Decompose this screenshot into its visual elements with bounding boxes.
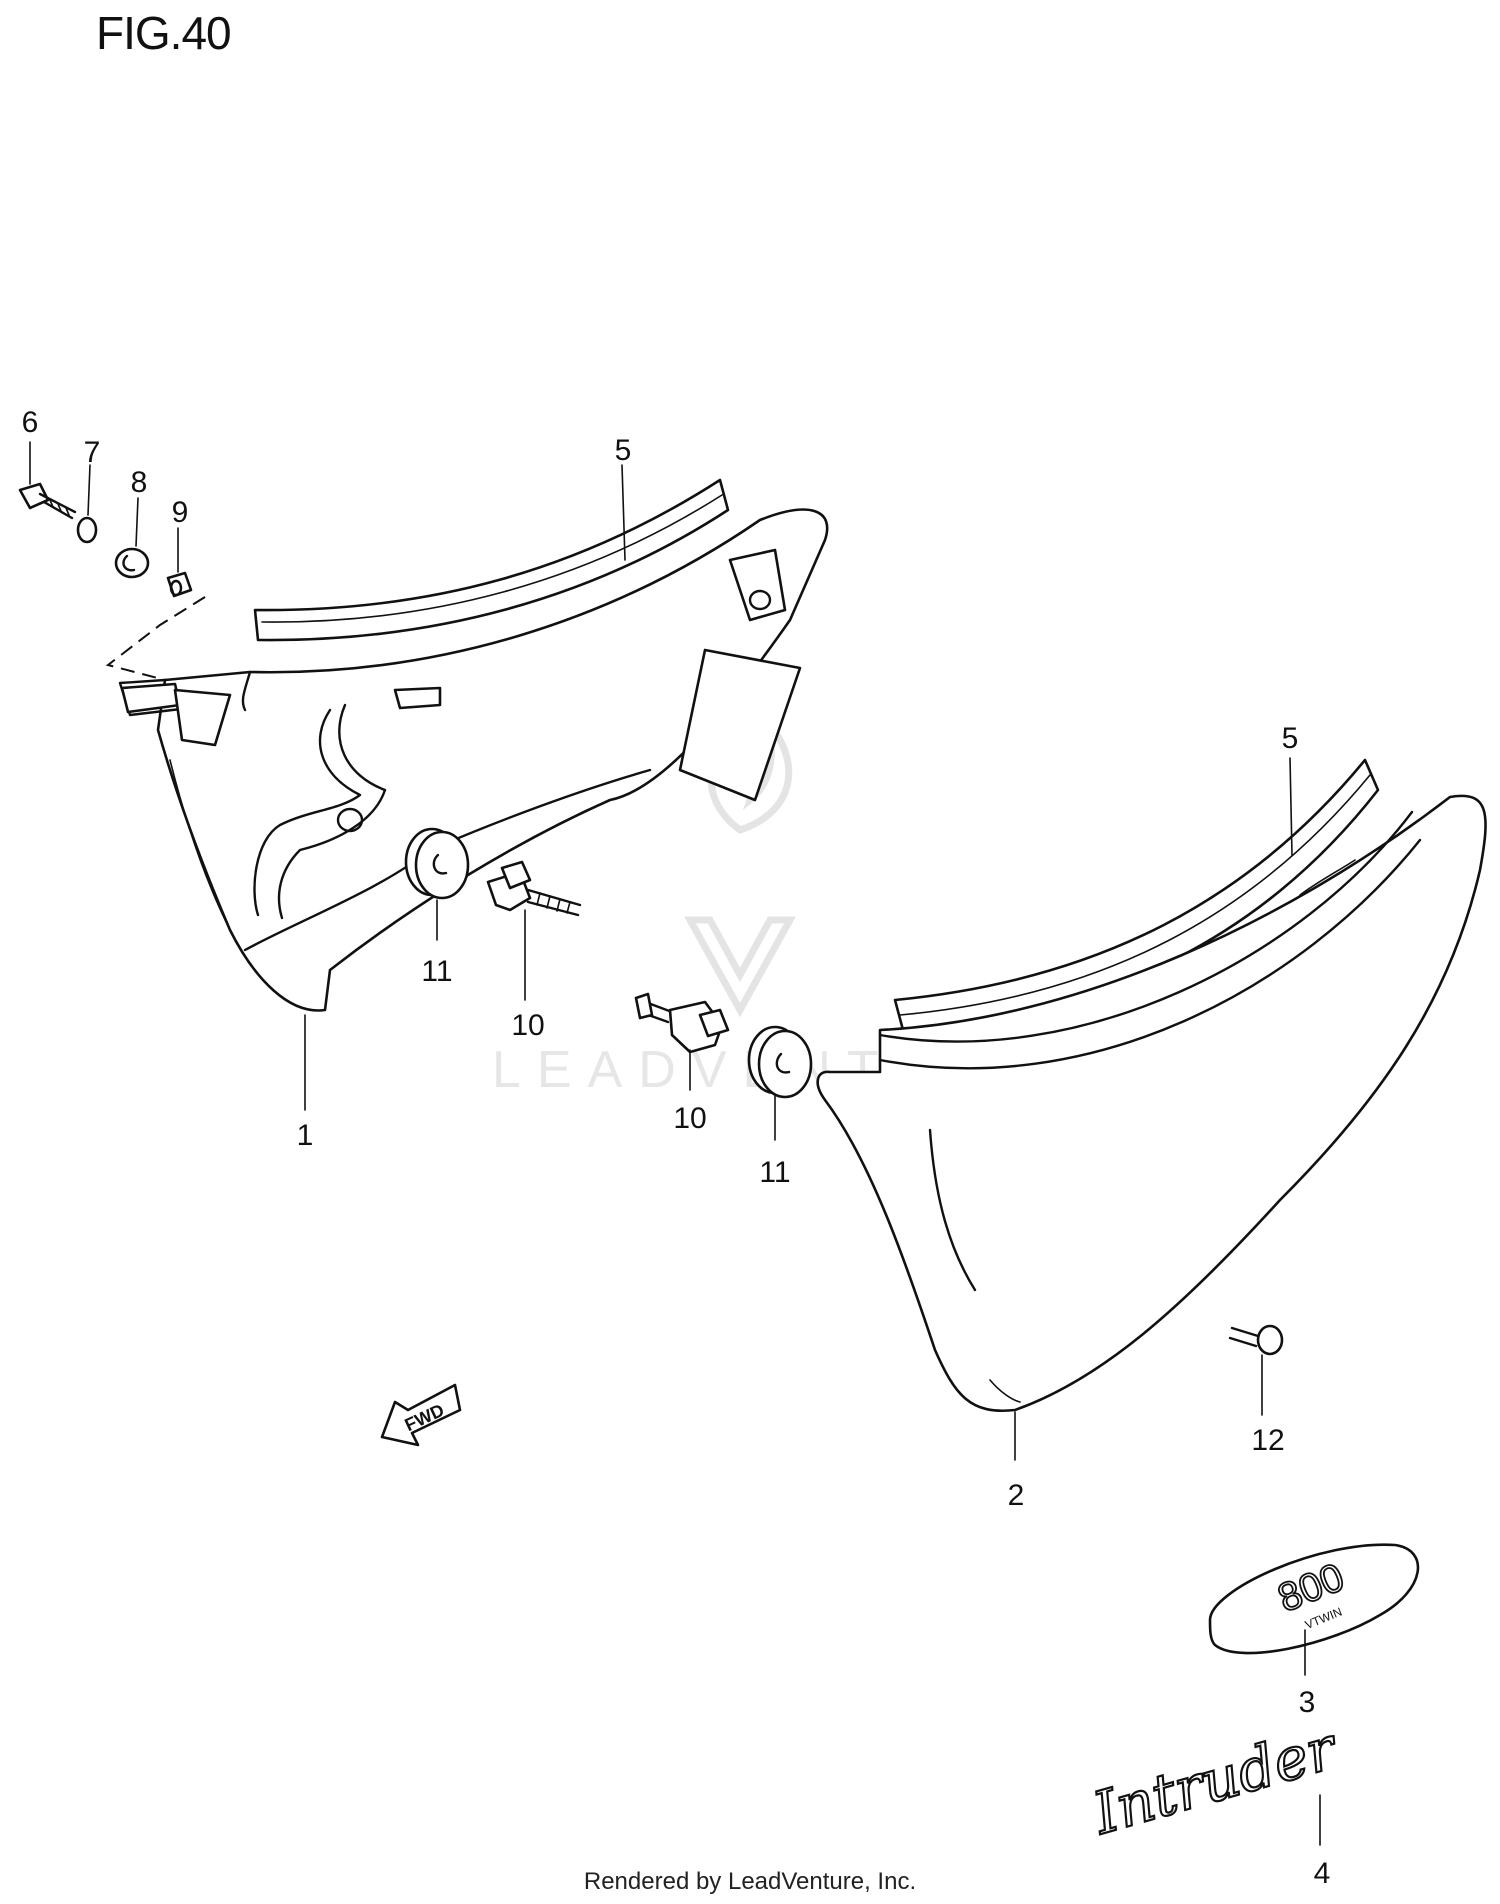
part-7-washer xyxy=(76,516,98,544)
part-10-right-bolt xyxy=(634,992,730,1054)
part-8-grommet xyxy=(114,547,150,579)
callout-11-right: 11 xyxy=(759,1156,790,1189)
part-9-collar xyxy=(166,571,193,598)
callout-4: 4 xyxy=(1314,1857,1331,1890)
callout-9: 9 xyxy=(172,496,189,529)
callout-6: 6 xyxy=(22,406,39,439)
part-11-right-grommet xyxy=(747,1025,813,1099)
part-5-left-trim xyxy=(253,478,730,642)
fwd-arrow-icon xyxy=(380,1383,462,1447)
callout-1: 1 xyxy=(297,1119,314,1152)
callout-11-left: 11 xyxy=(421,955,452,988)
part-3-800-emblem: 800 VTWIN xyxy=(1208,1543,1420,1655)
callout-12: 12 xyxy=(1251,1424,1284,1457)
callout-7: 7 xyxy=(84,436,101,469)
part-12-screw xyxy=(1228,1324,1284,1356)
part-4-intruder-emblem: Intruder xyxy=(1084,1712,1347,1849)
callout-2: 2 xyxy=(1008,1479,1025,1512)
part-2-right-side-cover xyxy=(816,794,1487,1413)
part-1-left-side-cover xyxy=(118,508,829,1012)
callout-3: 3 xyxy=(1299,1686,1316,1719)
callout-10-left: 10 xyxy=(511,1009,544,1042)
part-10-left-bolt xyxy=(486,860,582,917)
part-11-left-grommet xyxy=(404,827,470,900)
part-6-bolt xyxy=(18,482,77,520)
callout-8: 8 xyxy=(131,466,148,499)
callout-5-right: 5 xyxy=(1282,722,1299,755)
fwd-direction-arrow: FWD xyxy=(380,1383,462,1447)
callout-labels: 6 7 8 9 5 11 10 1 10 11 5 2 12 3 4 xyxy=(22,406,1331,1890)
assembly-dashed-line xyxy=(105,596,206,681)
watermark-v-mark-icon xyxy=(684,916,796,1018)
footer-credit: Rendered by LeadVenture, Inc. xyxy=(583,1868,917,1895)
callout-10-right: 10 xyxy=(673,1102,706,1135)
figure-title: FIG.40 xyxy=(96,7,232,59)
callout-5-left: 5 xyxy=(615,434,632,467)
intruder-script-logo: Intruder xyxy=(1085,1713,1346,1848)
leader-lines xyxy=(29,441,1321,1846)
